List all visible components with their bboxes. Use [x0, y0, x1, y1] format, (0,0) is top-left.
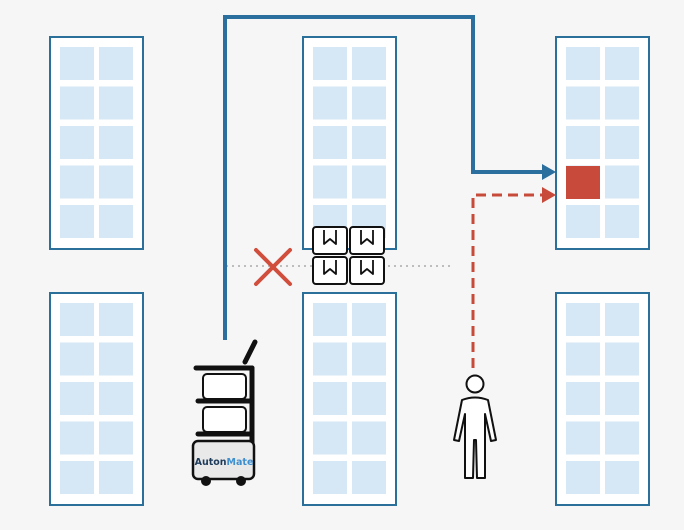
- shelf-cell: [566, 461, 600, 494]
- shelf-cell: [99, 461, 133, 494]
- shelf-cell: [352, 86, 386, 120]
- target-shelf-cell: [566, 166, 600, 199]
- shelf-cell: [566, 126, 600, 159]
- shelf-unit: [49, 36, 144, 250]
- shelf-cell: [566, 86, 600, 120]
- shelf-unit: [302, 292, 397, 506]
- cross-mark-icon: [254, 248, 292, 286]
- shelf-cell: [313, 47, 347, 80]
- robot-wheel: [201, 476, 211, 486]
- shelf-cell: [60, 165, 94, 199]
- shelf-cell: [605, 86, 639, 120]
- shelf-cell: [313, 342, 347, 376]
- robot-base: [191, 439, 256, 481]
- shelf-unit: [49, 292, 144, 506]
- shelf-cell: [566, 342, 600, 376]
- shelf-cell: [605, 382, 639, 415]
- shelf-cell: [60, 461, 94, 494]
- shelf-cell: [313, 126, 347, 159]
- package-box: [349, 226, 385, 255]
- shelf-cell: [566, 205, 600, 238]
- shelf-cell: [605, 47, 639, 80]
- shelf-cell: [313, 303, 347, 336]
- shelf-cell: [60, 342, 94, 376]
- person-route-arrow: [471, 187, 556, 368]
- shelf-cell: [60, 86, 94, 120]
- shelf-cell: [566, 303, 600, 336]
- delivery-robot-icon: AutonMate: [191, 339, 258, 486]
- shelf-cell: [605, 461, 639, 494]
- package-box: [312, 226, 348, 255]
- shelf-cell: [99, 382, 133, 415]
- shelf-cell: [566, 421, 600, 455]
- shelf-cell: [605, 126, 639, 159]
- shelf-cell: [313, 421, 347, 455]
- shelf-cell: [605, 342, 639, 376]
- shelf-cell: [60, 421, 94, 455]
- shelf-cell: [60, 126, 94, 159]
- shelf-cell: [352, 126, 386, 159]
- shelf-cell: [313, 86, 347, 120]
- shelf-cell: [352, 421, 386, 455]
- shelf-cell: [99, 205, 133, 238]
- shelf-unit: [302, 36, 397, 250]
- shelf-unit: [555, 36, 650, 250]
- shelf-cell: [352, 165, 386, 199]
- robot-wheel: [236, 476, 246, 486]
- shelf-cell: [605, 165, 639, 199]
- shelf-cell: [352, 47, 386, 80]
- shelf-cell: [352, 303, 386, 336]
- shelf-cell: [566, 382, 600, 415]
- shelf-cell: [605, 205, 639, 238]
- shelf-cell: [605, 303, 639, 336]
- shelf-cell: [60, 303, 94, 336]
- shelf-cell: [60, 47, 94, 80]
- shelf-cell: [60, 382, 94, 415]
- person-icon: [453, 374, 497, 479]
- package-box: [312, 256, 348, 285]
- shelf-cell: [99, 165, 133, 199]
- package-boxes-icon: [312, 226, 385, 285]
- shelf-cell: [99, 342, 133, 376]
- shelf-cell: [99, 126, 133, 159]
- shelf-cell: [313, 165, 347, 199]
- package-box: [349, 256, 385, 285]
- shelf-cell: [99, 303, 133, 336]
- shelf-cell: [99, 47, 133, 80]
- robot-route-arrow: [223, 15, 556, 340]
- shelf-unit: [555, 292, 650, 506]
- shelf-cell: [313, 461, 347, 494]
- shelf-cell: [352, 342, 386, 376]
- shelf-cell: [605, 421, 639, 455]
- shelf-cell: [99, 86, 133, 120]
- robot-brand-label: AutonMate: [195, 457, 254, 468]
- shelf-cell: [352, 461, 386, 494]
- shelving-units: [49, 36, 650, 506]
- shelf-cell: [352, 382, 386, 415]
- shelf-cell: [313, 382, 347, 415]
- shelf-cell: [99, 421, 133, 455]
- shelf-cell: [60, 205, 94, 238]
- shelf-cell: [566, 47, 600, 80]
